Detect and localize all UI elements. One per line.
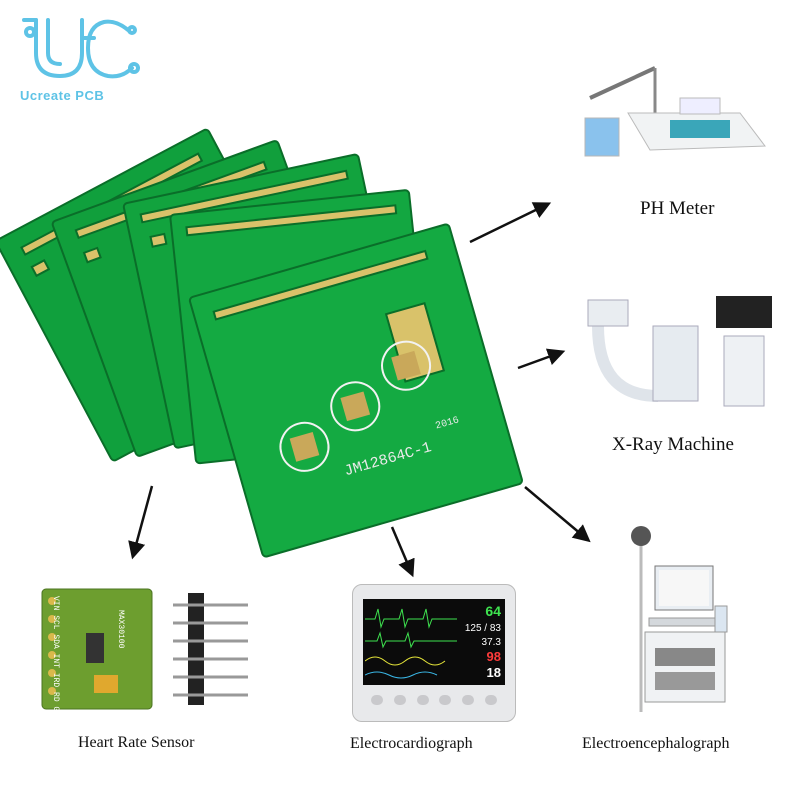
arrow-to-xray	[517, 348, 566, 370]
label-xray: X-Ray Machine	[612, 434, 734, 455]
sensor-pin-labels: VIN SCL SDA INT IRD RD GND	[51, 596, 60, 721]
label-ecg: Electrocardiograph	[350, 735, 473, 752]
ecg-screen: 64 125 / 83 37.3 98 18	[363, 599, 505, 685]
reading-hr: 64	[485, 603, 501, 619]
ecg-waveforms	[365, 608, 457, 679]
reading-spo2: 98	[486, 649, 501, 664]
brand-logo: Ucreate PCB	[18, 8, 148, 108]
ecg-button-row	[371, 695, 497, 707]
uc-monogram-icon	[22, 18, 140, 79]
reading-temp: 37.3	[481, 637, 501, 648]
label-eeg: Electroencephalograph	[582, 735, 730, 752]
arrow-to-heart-sensor	[128, 485, 154, 560]
xray-machine-image	[587, 296, 772, 407]
brand-name: Ucreate PCB	[20, 88, 105, 103]
ecg-monitor-image: 64 125 / 83 37.3 98 18	[352, 584, 516, 722]
pcb-stack-image: JM12864C-1 2016	[0, 128, 523, 558]
reading-resp: 18	[486, 665, 501, 680]
arrow-to-ecg	[390, 526, 415, 578]
label-ph-meter: PH Meter	[640, 198, 715, 219]
eeg-machine-image	[631, 526, 728, 712]
heart-rate-sensor-image	[41, 588, 248, 710]
arrow-to-eeg	[524, 486, 591, 543]
label-heart-rate-sensor: Heart Rate Sensor	[78, 734, 195, 751]
sensor-chip-label: MAX30100	[116, 610, 125, 649]
reading-bp: 125 / 83	[464, 623, 501, 634]
ph-meter-image	[584, 66, 766, 157]
arrow-to-ph-meter	[469, 202, 552, 244]
